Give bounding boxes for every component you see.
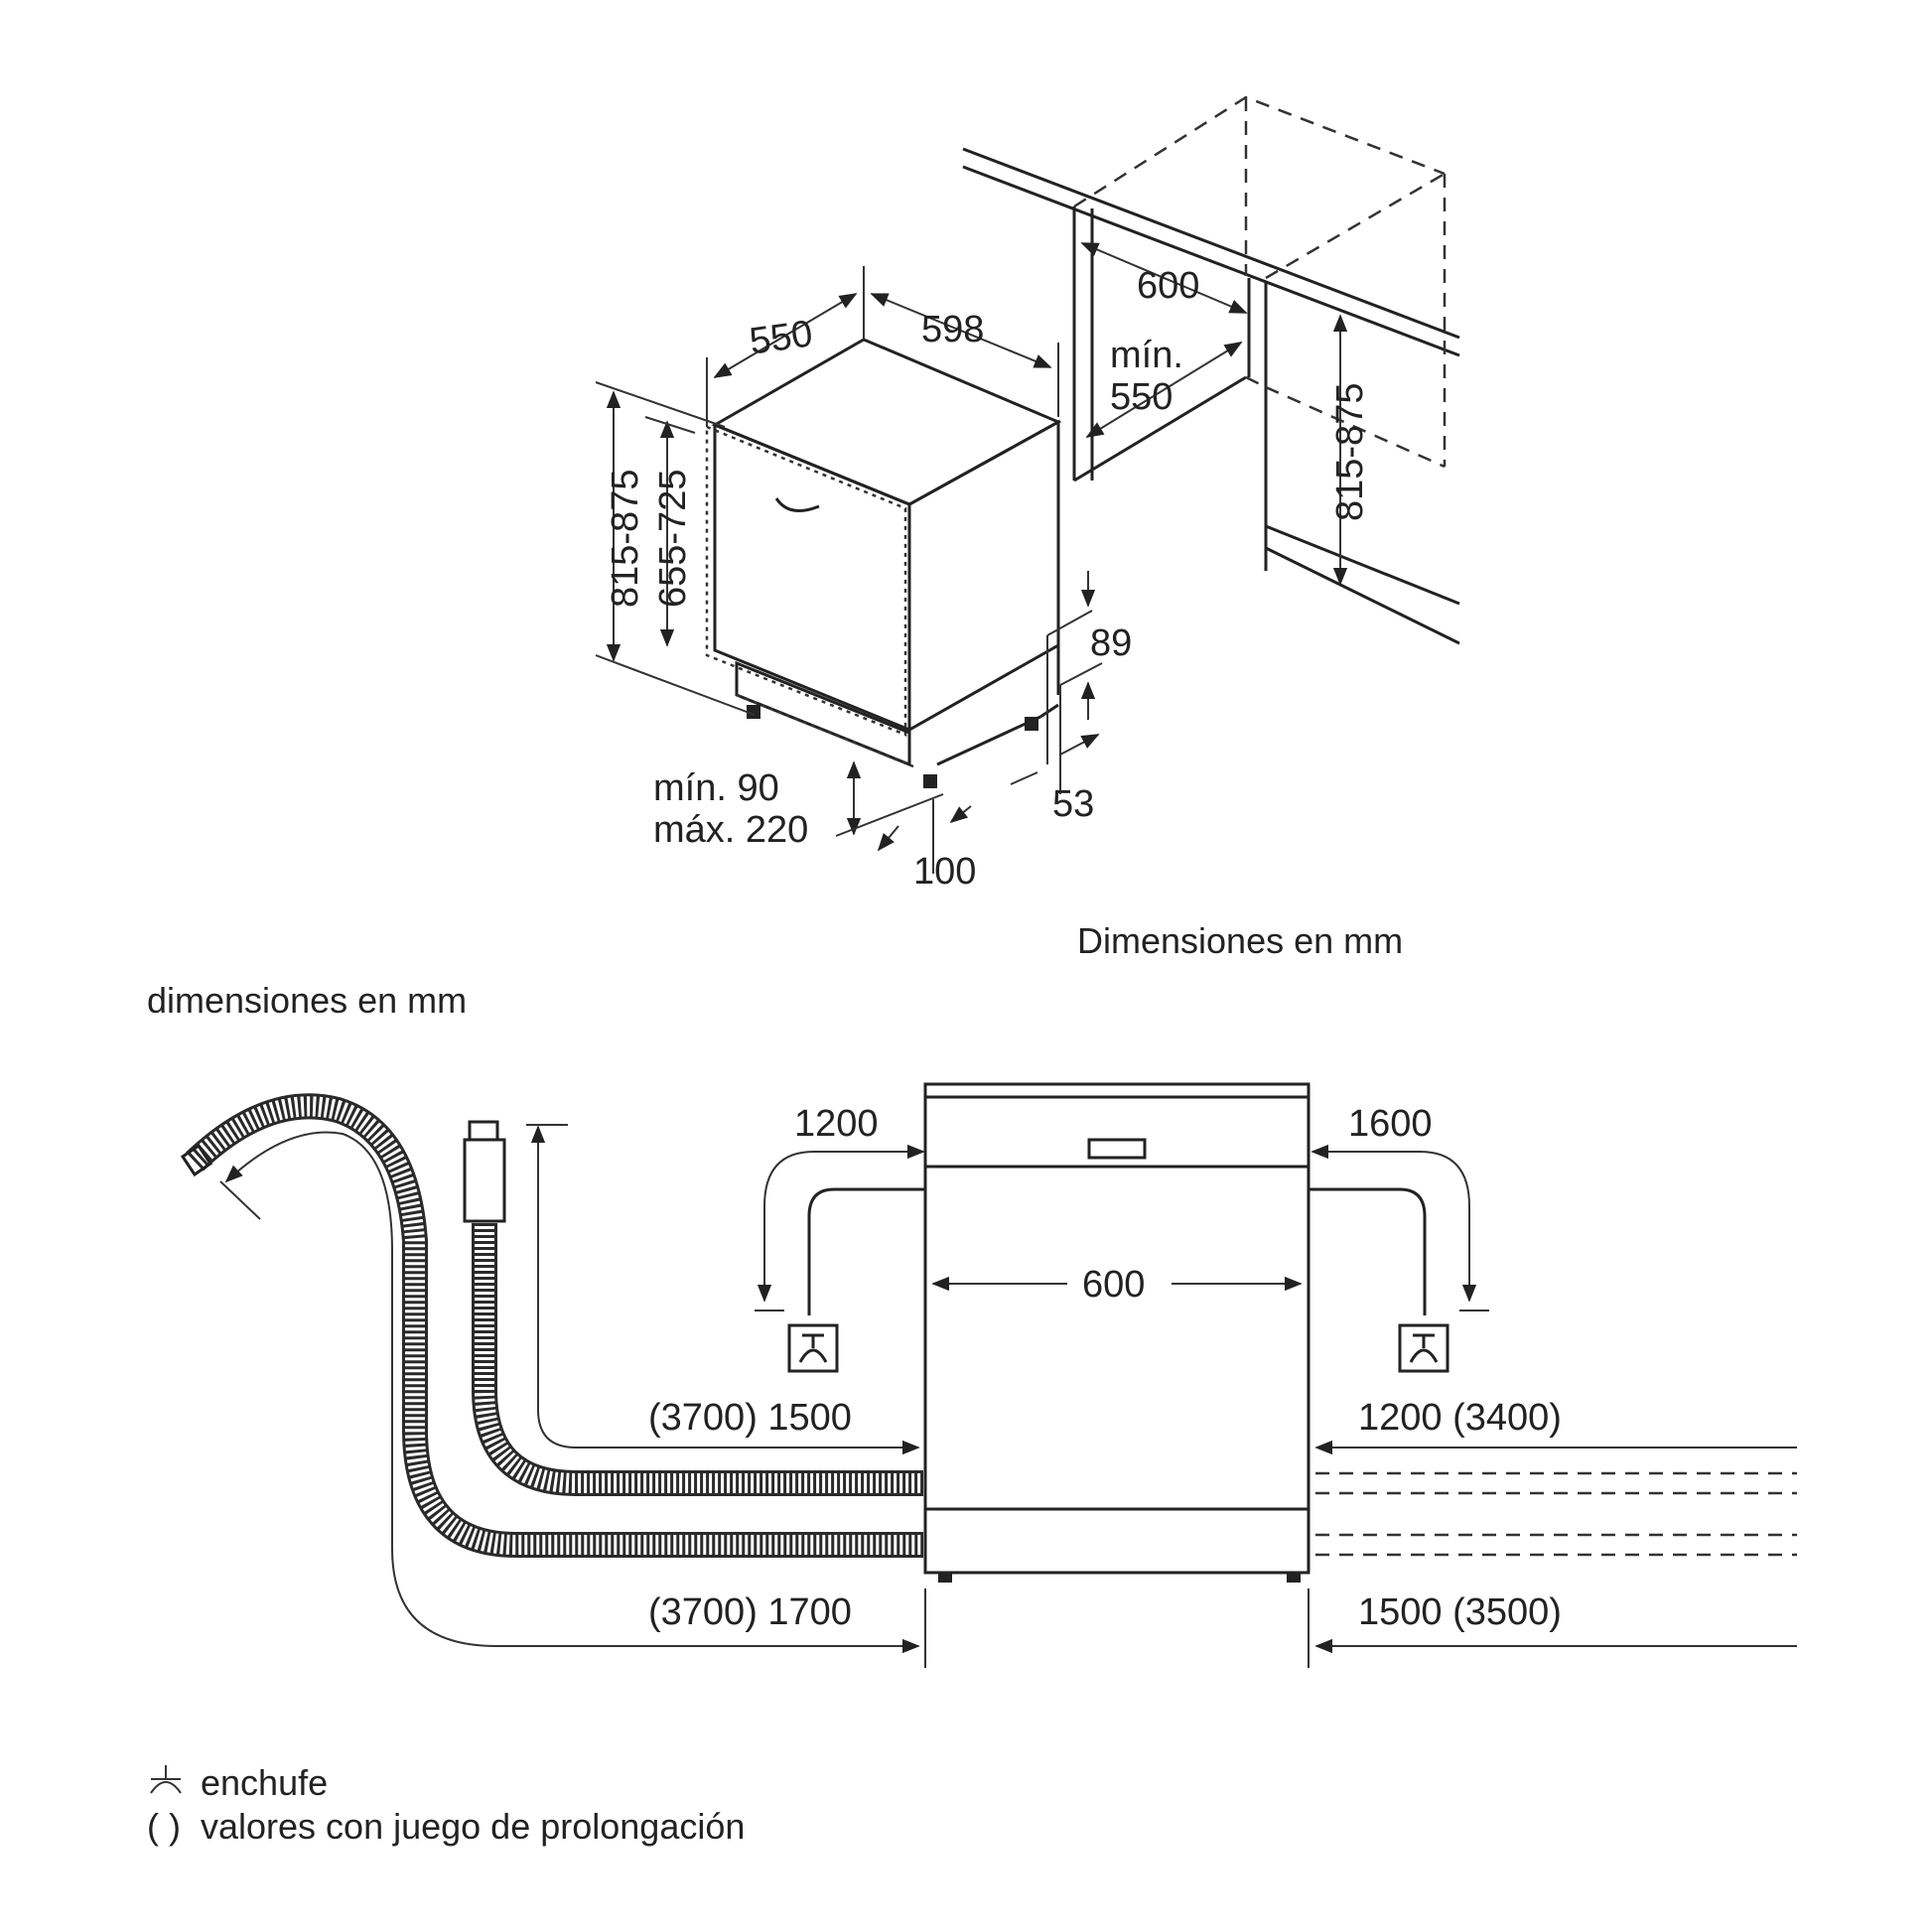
bottom-diagram: dimensiones en mm 600 [147,980,1797,1847]
dim-height-door: 655-725 [652,470,694,608]
dim-niche-depth-550: 550 [1110,376,1173,418]
dim-niche-height: 815-875 [1329,383,1371,521]
dim-depth-550: 550 [747,313,815,362]
legend: enchufe ( ) valores con juego de prolong… [147,1762,745,1847]
dim-inlet-right: 1200 (3400) [1358,1397,1562,1439]
dim-plinth-max: máx. 220 [653,809,808,851]
socket-icon [787,1323,839,1373]
top-caption: Dimensiones en mm [1077,920,1403,961]
dim-height-outer: 815-875 [605,470,646,608]
dim-drain-left: (3700) 1700 [648,1591,852,1633]
foot-front-left [747,705,760,719]
dishwasher-front [923,1082,1311,1583]
dim-drain-right: 1500 (3500) [1358,1591,1562,1633]
dim-width-598: 598 [921,309,984,350]
niche-outline [962,95,1460,645]
legend-plug-text: enchufe [201,1762,328,1803]
dim-foot-100: 100 [913,851,976,893]
top-diagram: 550 598 600 mín. 550 815-875 655-725 815… [595,95,1460,961]
dim-inlet-left: (3700) 1500 [648,1397,852,1439]
bottom-caption: dimensiones en mm [147,980,467,1021]
socket-icon [150,1765,182,1794]
dim-plinth-min: mín. 90 [653,767,779,809]
top-dimension-lines [595,242,1348,874]
socket-icon [1398,1323,1449,1373]
foot-right [1287,1573,1301,1583]
control-panel-display [1087,1138,1147,1160]
dim-niche-depth-min: mín. [1110,335,1183,376]
dim-plinth-89: 89 [1090,622,1132,664]
dim-cable-right: 1600 [1348,1103,1433,1145]
dim-niche-width-600: 600 [1137,265,1199,307]
legend-paren-symbol: ( ) [147,1806,181,1847]
dim-front-width-600: 600 [1082,1264,1145,1306]
door-handle [774,497,820,512]
dim-cable-left: 1200 [794,1103,879,1145]
dim-plinth-53: 53 [1052,783,1094,825]
foot-front-right [923,774,937,788]
legend-paren-text: valores con juego de prolongación [201,1806,745,1847]
foot-left [938,1573,952,1583]
dishwasher-3d [705,338,1062,788]
